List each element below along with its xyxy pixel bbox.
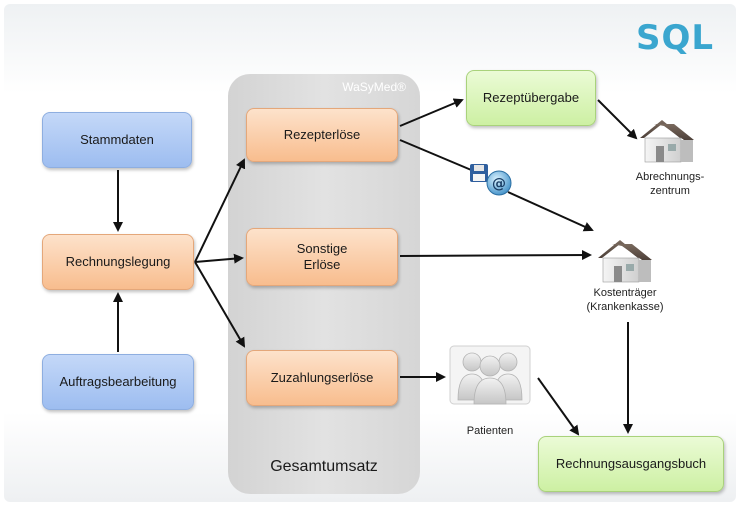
label-line1: Abrechnungs- [635,171,705,183]
node-sonstige-erloese[interactable]: Sonstige Erlöse [246,228,398,286]
node-label: Auftragsbearbeitung [59,373,177,389]
node-stammdaten[interactable]: Stammdaten [42,112,192,168]
node-label-line1: Sonstige [296,240,348,256]
arrow-to-rezeptuebergabe [399,98,464,127]
arrow-media-to-kostentraeger [507,191,594,232]
panel-footer: Gesamtumsatz [270,458,378,475]
node-zuzahlungserloese[interactable]: Zuzahlungserlöse [246,350,398,406]
node-label: Zuzahlungserlöse [270,369,374,385]
house-icon [598,240,652,283]
patients-group-icon [449,345,531,405]
node-auftragsbearbeitung[interactable]: Auftragsbearbeitung [42,354,194,410]
connectors [113,98,638,436]
panel-title: WaSyMed® [342,80,406,94]
label-abrechnungszentrum: Abrechnungs- zentrum [620,170,720,199]
label-line2: (Krankenkasse) [586,301,664,314]
node-label: Rezeptübergabe [482,89,580,105]
node-label: Rechnungsausgangsbuch [555,455,707,471]
node-rechnungsausgangsbuch[interactable]: Rechnungsausgangsbuch [538,436,724,492]
label-line2: zentrum [650,185,690,198]
arrow-to-abrechnungszentrum [597,99,638,140]
arrow-patienten-to-buch [537,377,580,436]
label-kostentraeger: Kostenträger (Krankenkasse) [570,286,680,315]
email-icon: @ [486,170,512,196]
node-label: Rechnungslegung [65,253,171,269]
node-rezeptuebergabe[interactable]: Rezeptübergabe [466,70,596,126]
label-patienten: Patienten [466,425,514,437]
arrow-to-rezepterloese [194,158,246,263]
arrow-to-zuzahlung [194,261,246,348]
node-label: Stammdaten [80,131,154,147]
svg-text:@: @ [492,176,506,192]
house-icon [640,120,694,163]
sql-logo: SQL [636,18,715,58]
line-to-media [399,139,477,173]
floppy-disk-icon [470,164,488,182]
label-line1: Kostenträger [593,287,657,299]
arrow-to-sonstige [194,253,244,264]
node-label: Rezepterlöse [283,126,361,142]
arrow-sonstige-to-kostentraeger [399,250,592,261]
node-rechnungslegung[interactable]: Rechnungslegung [42,234,194,290]
node-rezepterloese[interactable]: Rezepterlöse [246,108,398,162]
node-label: Sonstige Erlöse [297,241,348,274]
node-label-line2: Erlöse [303,257,341,272]
